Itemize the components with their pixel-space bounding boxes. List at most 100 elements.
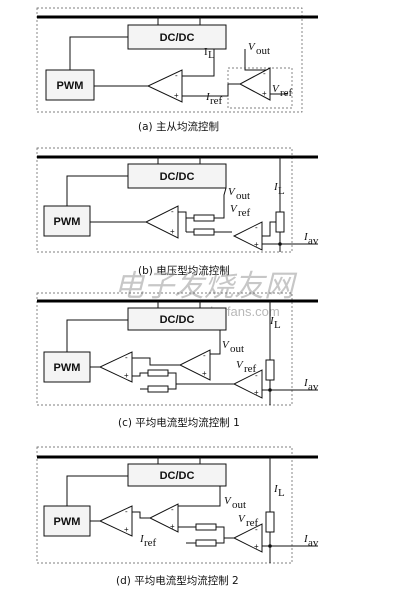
svg-text:-: - xyxy=(175,71,178,80)
svg-text:-: - xyxy=(255,371,258,380)
svg-text:I: I xyxy=(273,483,279,495)
svg-text:I: I xyxy=(205,91,211,103)
panel-b-resistor-1 xyxy=(193,214,215,222)
svg-text:I: I xyxy=(139,533,145,545)
svg-text:ref: ref xyxy=(210,95,223,107)
svg-text:ref: ref xyxy=(280,87,293,99)
panel-d-opamp-sense xyxy=(232,523,263,553)
svg-text:V: V xyxy=(272,83,280,95)
panel-c-pwm-label: PWM xyxy=(54,362,81,374)
panel-a-opamp-error xyxy=(146,69,183,103)
panel-d-opamp-error xyxy=(98,505,133,537)
panel-b-pwm-label: PWM xyxy=(54,216,81,228)
svg-text:I: I xyxy=(303,533,309,545)
svg-text:L: L xyxy=(208,49,215,61)
svg-text:+: + xyxy=(202,369,207,378)
svg-text:V: V xyxy=(228,186,236,198)
svg-text:V: V xyxy=(222,339,230,351)
panel-d-pwm-label: PWM xyxy=(54,516,81,528)
panel-d-dashed-frame xyxy=(36,446,293,564)
svg-text:V: V xyxy=(236,359,244,371)
panel-b-pwm-block xyxy=(43,205,91,237)
panel-d-resistor-2 xyxy=(195,539,217,547)
panel-b-dcdc-label: DC/DC xyxy=(160,171,195,183)
svg-text:I: I xyxy=(269,315,275,327)
panel-b: DC/DC PWM - + - + V out V ref I L I av (… xyxy=(36,147,319,277)
svg-text:+: + xyxy=(174,91,179,100)
panel-a-opamp-voltage xyxy=(238,67,271,101)
svg-text:out: out xyxy=(236,190,250,202)
svg-text:+: + xyxy=(124,525,129,534)
svg-text:-: - xyxy=(125,353,128,362)
panel-d-dcdc-block xyxy=(127,463,227,487)
panel-d: DC/DC PWM - + - + - + I L V out V ref I … xyxy=(36,446,319,587)
panel-b-sense-resistor xyxy=(275,211,285,233)
panel-c-sense-resistor xyxy=(265,359,275,381)
svg-text:+: + xyxy=(254,542,259,551)
svg-text:I: I xyxy=(204,46,208,58)
svg-text:-: - xyxy=(171,207,174,216)
svg-text:-: - xyxy=(255,525,258,534)
panel-c-opamp-sense xyxy=(232,369,263,399)
panel-c-dcdc-label: DC/DC xyxy=(160,314,195,326)
panel-c-opamp-error xyxy=(98,351,133,383)
svg-text:+: + xyxy=(124,371,129,380)
panel-b-caption: (b) 电压型均流控制 xyxy=(138,264,230,277)
panel-b-resistor-2 xyxy=(193,228,215,236)
panel-c-pwm-block xyxy=(43,351,91,383)
svg-text:ref: ref xyxy=(246,517,259,529)
panel-c-opamp-voltage xyxy=(178,349,211,381)
panel-c: DC/DC PWM - + - + - + I L V out V ref I … xyxy=(36,292,319,429)
panel-d-resistor-1 xyxy=(195,523,217,531)
svg-text:+: + xyxy=(170,227,175,236)
panel-c-resistor-1 xyxy=(147,369,169,377)
svg-text:V: V xyxy=(238,513,246,525)
svg-text:-: - xyxy=(255,223,258,232)
panel-a-dashed-frame xyxy=(36,7,303,113)
panel-b-dashed-frame xyxy=(36,147,293,253)
panel-a-pwm-label: PWM xyxy=(57,80,84,92)
svg-text:ref: ref xyxy=(144,537,157,549)
svg-text:av: av xyxy=(308,381,319,393)
panel-c-caption: (c) 平均电流型均流控制 1 xyxy=(118,416,240,429)
panel-d-pwm-block xyxy=(43,505,91,537)
panel-d-sense-resistor xyxy=(265,511,275,533)
svg-text:ref: ref xyxy=(238,207,251,219)
svg-text:+: + xyxy=(170,522,175,531)
svg-text:out: out xyxy=(232,499,246,511)
svg-text:av: av xyxy=(308,537,319,549)
svg-text:-: - xyxy=(263,69,266,78)
svg-text:out: out xyxy=(256,45,270,57)
panel-d-opamp-voltage xyxy=(148,503,179,533)
watermark-cn: 电子发烧友网 xyxy=(114,269,298,304)
panel-b-opamp-error xyxy=(144,205,179,239)
svg-text:-: - xyxy=(171,505,174,514)
svg-text:-: - xyxy=(125,507,128,516)
panel-c-dashed-frame xyxy=(36,292,293,406)
svg-text:+: + xyxy=(254,240,259,249)
panel-c-resistor-2 xyxy=(147,385,169,393)
panel-a: DC/DC PWM - + - + I L V out I ref V ref … xyxy=(36,7,318,133)
svg-text:L: L xyxy=(278,185,285,197)
svg-text:V: V xyxy=(248,41,256,53)
svg-text:out: out xyxy=(230,343,244,355)
panel-a-caption: (a) 主从均流控制 xyxy=(138,120,219,133)
svg-text:ref: ref xyxy=(244,363,257,375)
svg-text:I: I xyxy=(303,377,309,389)
svg-text:V: V xyxy=(230,203,238,215)
svg-text:V: V xyxy=(224,495,232,507)
svg-text:L: L xyxy=(278,487,285,499)
svg-text:+: + xyxy=(254,388,259,397)
svg-text:I: I xyxy=(273,181,279,193)
svg-text:I: I xyxy=(303,231,309,243)
svg-text:L: L xyxy=(274,319,281,331)
panel-a-dcdc-label: DC/DC xyxy=(160,32,195,44)
panel-b-dcdc-block xyxy=(127,163,227,189)
panel-a-dcdc-block xyxy=(127,24,227,50)
panel-c-dcdc-block xyxy=(127,307,227,331)
svg-text:+: + xyxy=(262,89,267,98)
svg-text:-: - xyxy=(203,351,206,360)
panel-d-caption: (d) 平均电流型均流控制 2 xyxy=(116,574,239,587)
svg-text:av: av xyxy=(308,235,319,247)
